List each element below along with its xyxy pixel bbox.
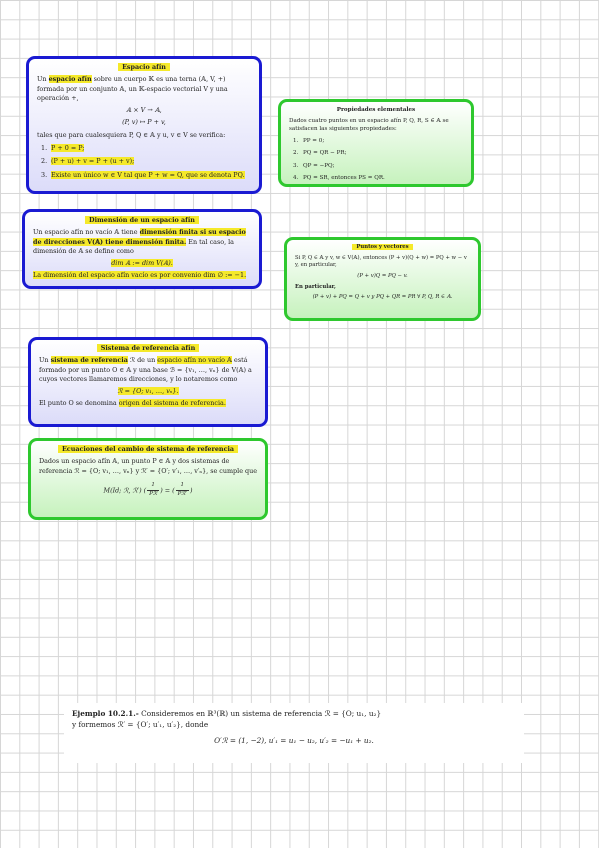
reference-post: está formado por un punto O ∈ 𝔸 y una ba…: [39, 356, 252, 383]
reference-mid: ℛ de un: [129, 356, 156, 365]
points-vectors-line1: Si P, Q ∈ 𝔸 y v, w ∈ V(𝔸), entonces (P +…: [295, 254, 467, 269]
card-title: Propiedades elementales: [336, 107, 416, 113]
axiom-number: 1.: [41, 143, 48, 152]
definition-highlight: espacio afín: [48, 75, 92, 84]
points-vectors-line2: (P + v)Q = PQ − v.: [357, 273, 408, 280]
card-title: Ecuaciones del cambio de sistema de refe…: [39, 445, 257, 454]
fraction-1-numerator: 1: [147, 482, 160, 491]
card-propiedades-elementales: Propiedades elementales Dados cuatro pun…: [278, 99, 474, 187]
reference-highlight-2: espacio afín no vacío 𝔸: [157, 356, 232, 365]
card-title-text: Espacio afín: [118, 63, 170, 71]
card-title-text: Dimensión de un espacio afín: [85, 216, 199, 224]
axiom-number: 2.: [41, 157, 48, 166]
origin-pre: El punto O se denomina: [39, 399, 117, 408]
properties-intro: Dados cuatro puntos en un espacio afín P…: [289, 118, 449, 133]
conditions-intro: tales que para cualesquiera P, Q ∈ 𝔸 y u…: [37, 130, 226, 139]
definition-text: Un espacio afín sobre un cuerpo 𝕂 es una…: [37, 75, 251, 103]
axiom-number: 3.: [41, 170, 48, 179]
operation-map-line1: 𝔸 × V → 𝔸,: [126, 106, 162, 115]
card-title-text: Ecuaciones del cambio de sistema de refe…: [57, 445, 239, 453]
dimension-post: En tal caso, la dimensión de 𝔸 se define…: [33, 237, 234, 255]
change-text: Dados un espacio afín 𝔸, un punto P ∈ 𝔸 …: [39, 457, 257, 475]
property-text: PQ = SR, entonces PS = QR.: [303, 174, 385, 181]
axiom-item: 1.P + 0 = P;: [41, 143, 251, 153]
operation-map-line2: (P, v) ↦ P + v,: [122, 118, 166, 127]
reference-formula-text: ℛ = {O; v₁, …, vₙ}.: [117, 387, 179, 396]
property-text: QP = −PQ;: [303, 162, 335, 169]
example-block: Ejemplo 10.2.1.- Consideremos en ℝ³(ℝ) u…: [64, 703, 524, 763]
example-line1: Ejemplo 10.2.1.- Consideremos en ℝ³(ℝ) u…: [72, 709, 516, 720]
definition-pre: Un: [37, 75, 47, 84]
property-number: 2.: [293, 150, 299, 157]
property-number: 1.: [293, 138, 299, 145]
card-title: Sistema de referencia afín: [39, 344, 257, 353]
card-sistema-de-referencia: Sistema de referencia afín Un sistema de…: [28, 337, 268, 427]
fraction-1-denominator: Pℛ: [149, 490, 158, 497]
axiom-text: Existe un único w ∈ V tal que P + w = Q,…: [51, 170, 245, 179]
card-title: Dimensión de un espacio afín: [33, 216, 251, 225]
empty-dimension: La dimensión del espacio afín vacío es p…: [33, 271, 251, 280]
example-label: Ejemplo 10.2.1.-: [72, 709, 139, 718]
example-equation: O′ℛ = (1, −2), u′₁ = u₁ − u₂, u′₂ = −u₁ …: [214, 735, 374, 745]
points-vectors-sub: En particular,: [295, 283, 336, 290]
axiom-text: P + 0 = P;: [51, 143, 85, 152]
change-matrix: M(Id; ℛ, ℛ′): [103, 486, 142, 495]
property-item: 3. QP = −PQ;: [293, 162, 463, 170]
card-ecuaciones-cambio: Ecuaciones del cambio de sistema de refe…: [28, 438, 268, 520]
fraction-2-numerator: 1: [175, 482, 189, 491]
axiom-item: 2.(P + u) + v = P + (u + v);: [41, 157, 251, 166]
empty-dimension-text: La dimensión del espacio afín vacío es p…: [33, 271, 247, 280]
example-line2: y formemos ℛ′ = {O′; u′₁, u′₂}, donde: [72, 719, 209, 729]
property-item: 1. PP = 0;: [293, 137, 463, 145]
card-title: Puntos y vectores: [295, 244, 470, 252]
property-number: 4.: [293, 174, 299, 181]
property-text: PQ = QR − PR;: [303, 150, 347, 157]
points-vectors-line3: (P + v) + PQ = Q + v y PQ + QR = PR ∀ P,…: [312, 294, 453, 301]
card-title: Espacio afín: [37, 63, 251, 72]
reference-definition: Un sistema de referencia ℛ de un espacio…: [39, 356, 257, 384]
card-title-text: Sistema de referencia afín: [96, 344, 200, 352]
dimension-formula: dim 𝔸 := dim V(𝔸).: [33, 259, 251, 268]
dimension-pre: Un espacio afín no vacío 𝔸 tiene: [33, 228, 138, 237]
property-text: PP = 0;: [303, 138, 325, 145]
axiom-item: 3.Existe un único w ∈ V tal que P + w = …: [41, 170, 251, 180]
origin-highlight: origen del sistema de referencia.: [118, 399, 226, 408]
card-dimension-espacio-afin: Dimensión de un espacio afín Un espacio …: [22, 209, 262, 289]
reference-highlight-1: sistema de referencia: [50, 356, 128, 365]
card-espacio-afin: Espacio afín Un espacio afín sobre un cu…: [26, 56, 262, 194]
property-item: 4. PQ = SR, entonces PS = QR.: [293, 174, 463, 182]
property-item: 2. PQ = QR − PR;: [293, 149, 463, 157]
example-text-1: Consideremos en ℝ³(ℝ) un sistema de refe…: [141, 709, 382, 718]
property-number: 3.: [293, 162, 299, 169]
dimension-definition: Un espacio afín no vacío 𝔸 tiene dimensi…: [33, 228, 251, 256]
dimension-formula-text: dim 𝔸 := dim V(𝔸).: [111, 259, 173, 268]
card-puntos-y-vectores: Puntos y vectores Si P, Q ∈ 𝔸 y v, w ∈ V…: [284, 237, 481, 321]
reference-pre: Un: [39, 356, 49, 365]
definition-post: sobre un cuerpo 𝕂 es una terna (𝔸, V, +)…: [37, 75, 228, 102]
axiom-text: (P + u) + v = P + (u + v);: [51, 157, 135, 166]
card-title-text: Puntos y vectores: [352, 244, 413, 250]
reference-formula: ℛ = {O; v₁, …, vₙ}.: [39, 387, 257, 396]
fraction-2-denominator: Pℛ′: [177, 490, 187, 497]
origin-text: El punto O se denomina origen del sistem…: [39, 399, 257, 408]
